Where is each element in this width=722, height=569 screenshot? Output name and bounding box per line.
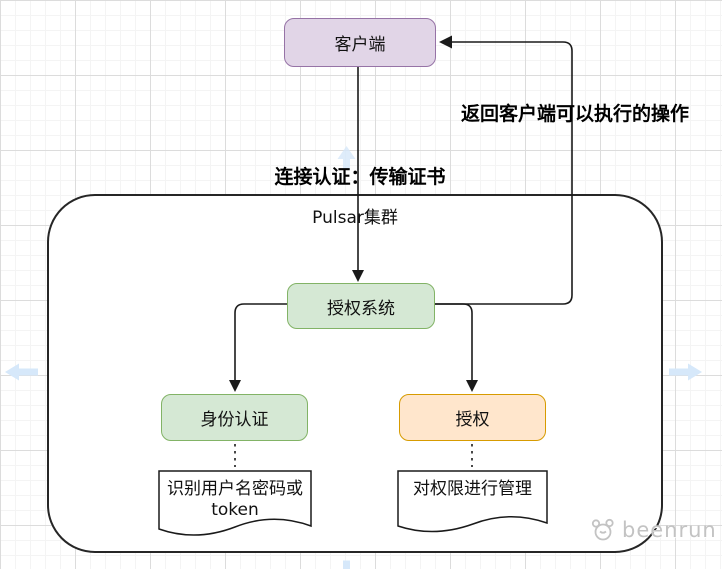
pan-down-arrow-icon[interactable] (337, 560, 356, 569)
arrowhead-left-icon (439, 35, 452, 49)
node-identity-auth-label: 身份认证 (200, 410, 269, 430)
annotation-connection-auth[interactable]: 连接认证：传输证书 (274, 166, 446, 188)
paw-logo-icon (591, 518, 614, 541)
node-client[interactable]: 客户端 (284, 18, 436, 67)
arrowhead-down-icon (352, 270, 364, 282)
pulsar-cluster-container[interactable]: Pulsar集群 (47, 194, 663, 553)
node-authorization[interactable]: 授权 (399, 394, 546, 441)
arrowhead-down-icon (229, 380, 241, 392)
annotation-return-operations[interactable]: 返回客户端可以执行的操作 (460, 103, 689, 125)
watermark-text: beenrun (622, 518, 717, 542)
document-authz-note-text: 对权限进行管理 (413, 479, 532, 499)
pan-up-arrow-icon[interactable] (337, 146, 356, 169)
edge-auth-system-to-client[interactable] (435, 41, 573, 305)
arrowhead-down-icon (466, 380, 478, 392)
document-shape (397, 470, 548, 533)
pulsar-cluster-label: Pulsar集群 (312, 208, 398, 228)
document-authz-note[interactable]: 对权限进行管理 (397, 470, 548, 538)
edge-auth-system-to-authorization[interactable] (434, 303, 473, 381)
node-identity-auth[interactable]: 身份认证 (161, 394, 308, 441)
document-identity-note[interactable]: 识别用户名密码或token (158, 470, 312, 542)
pan-right-arrow-icon[interactable] (668, 363, 702, 381)
node-auth-system-label: 授权系统 (327, 298, 395, 319)
document-shape (158, 470, 312, 536)
node-auth-system[interactable]: 授权系统 (287, 283, 435, 329)
node-client-label: 客户端 (334, 35, 386, 55)
edge-auth-system-to-identity[interactable] (234, 303, 288, 381)
watermark: beenrun (588, 515, 717, 545)
node-authorization-label: 授权 (455, 410, 490, 430)
document-identity-note-text: 识别用户名密码或token (167, 479, 303, 521)
pan-left-arrow-icon[interactable] (5, 363, 39, 381)
